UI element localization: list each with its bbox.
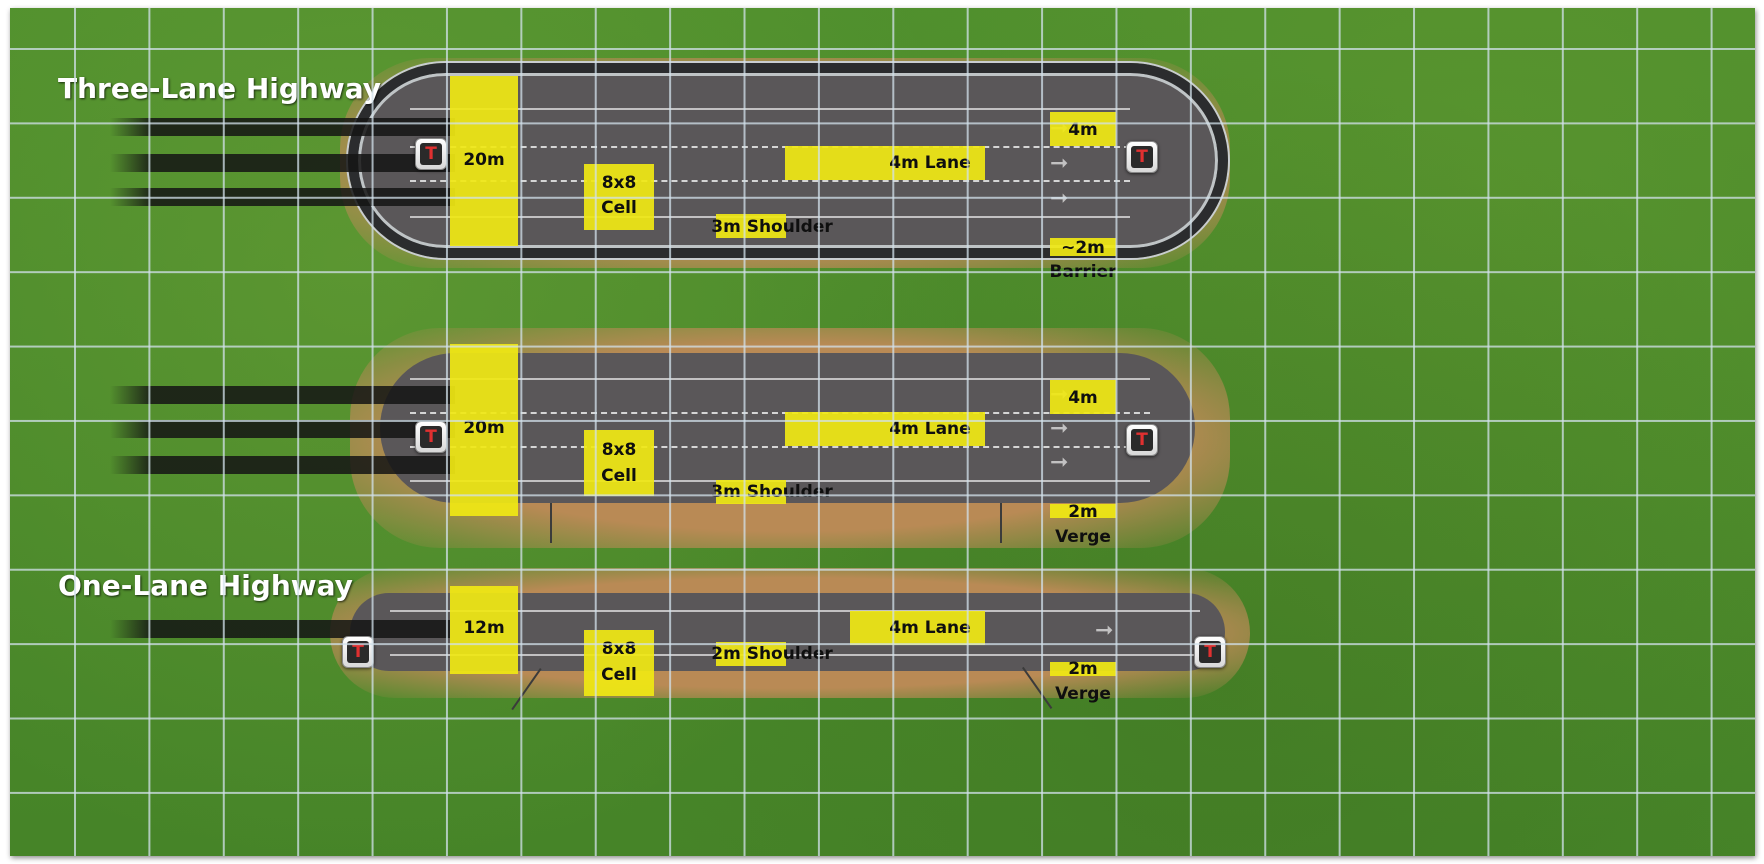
one-lane-highway-title: One-Lane Highway xyxy=(58,569,353,602)
road-3-end-marker-icon[interactable]: T xyxy=(1194,636,1226,668)
road-2-shadow xyxy=(110,420,455,438)
road-3-shoulder-label: 2m Shoulder xyxy=(711,644,833,664)
road-2-lane-line xyxy=(410,412,1150,414)
road-2-lane-line xyxy=(410,446,1150,448)
road-3-edge-label-line2: Verge xyxy=(1055,684,1111,704)
road-2-edge-label-line2: Verge xyxy=(1055,527,1111,547)
road-1-start-marker-icon[interactable]: T xyxy=(415,138,447,170)
road-1-shoulder-label: 3m Shoulder xyxy=(711,217,833,237)
road-2-shadow xyxy=(110,386,455,404)
road-2-shoulder-label: 3m Shoulder xyxy=(711,482,833,502)
road-1-cell-label-line1: 8x8 xyxy=(601,173,637,193)
road-3-lane-label: 4m Lane xyxy=(889,618,971,638)
road-2-edge-line xyxy=(410,378,1150,380)
road-2-arrow-icon: ➞ xyxy=(1050,416,1069,441)
road-1-lane-small-label: 4m xyxy=(1068,120,1098,140)
road-3-shadow xyxy=(110,620,450,638)
road-2-lamp-post xyxy=(550,503,552,543)
road-1-lane-line xyxy=(410,180,1130,182)
road-3-width-label: 12m xyxy=(463,618,505,638)
road-3-arrow-icon: ➞ xyxy=(1095,618,1114,643)
road-3-cell-label-line1: 8x8 xyxy=(601,639,637,659)
road-2-lane-small-label: 4m xyxy=(1068,388,1098,408)
road-2-arrow-icon: ➞ xyxy=(1050,450,1069,475)
game-viewport: ➞ ➞ ➞ T T 20m 8x8 Cell 4m Lane 4m 3m Sho… xyxy=(10,8,1755,856)
road-3-start-marker-icon[interactable]: T xyxy=(342,636,374,668)
road-1-shadow xyxy=(110,154,455,172)
road-2-end-marker-icon[interactable]: T xyxy=(1126,424,1158,456)
road-1-width-label: 20m xyxy=(463,150,505,170)
road-1-arrow-icon: ➞ xyxy=(1050,186,1069,211)
road-2-lane-label: 4m Lane xyxy=(889,419,971,439)
road-3-cell-label-line2: Cell xyxy=(601,665,637,685)
road-1-arrow-icon: ➞ xyxy=(1050,151,1069,176)
road-1-lane-label: 4m Lane xyxy=(889,153,971,173)
road-1-edge-label-line2: Barrier xyxy=(1049,262,1117,282)
road-1-lane-line xyxy=(410,146,1130,148)
road-2-lamp-post xyxy=(1000,503,1002,543)
road-3-edge-label-line1: 2m xyxy=(1068,659,1098,679)
road-2-start-marker-icon[interactable]: T xyxy=(415,421,447,453)
road-2-cell-label-line1: 8x8 xyxy=(601,440,637,460)
road-1-edge-label-line1: ~2m xyxy=(1061,238,1105,258)
road-1-edge-line xyxy=(410,108,1130,110)
road-2-width-label: 20m xyxy=(463,418,505,438)
road-2-cell-label-line2: Cell xyxy=(601,466,637,486)
road-1-shadow xyxy=(110,118,455,136)
road-1-end-marker-icon[interactable]: T xyxy=(1126,141,1158,173)
road-2-edge-label-line1: 2m xyxy=(1068,502,1098,522)
road-1-shadow xyxy=(110,188,455,206)
road-1-cell-label-line2: Cell xyxy=(601,198,637,218)
road-2-shadow xyxy=(110,456,455,474)
three-lane-highway-title: Three-Lane Highway xyxy=(58,72,382,105)
